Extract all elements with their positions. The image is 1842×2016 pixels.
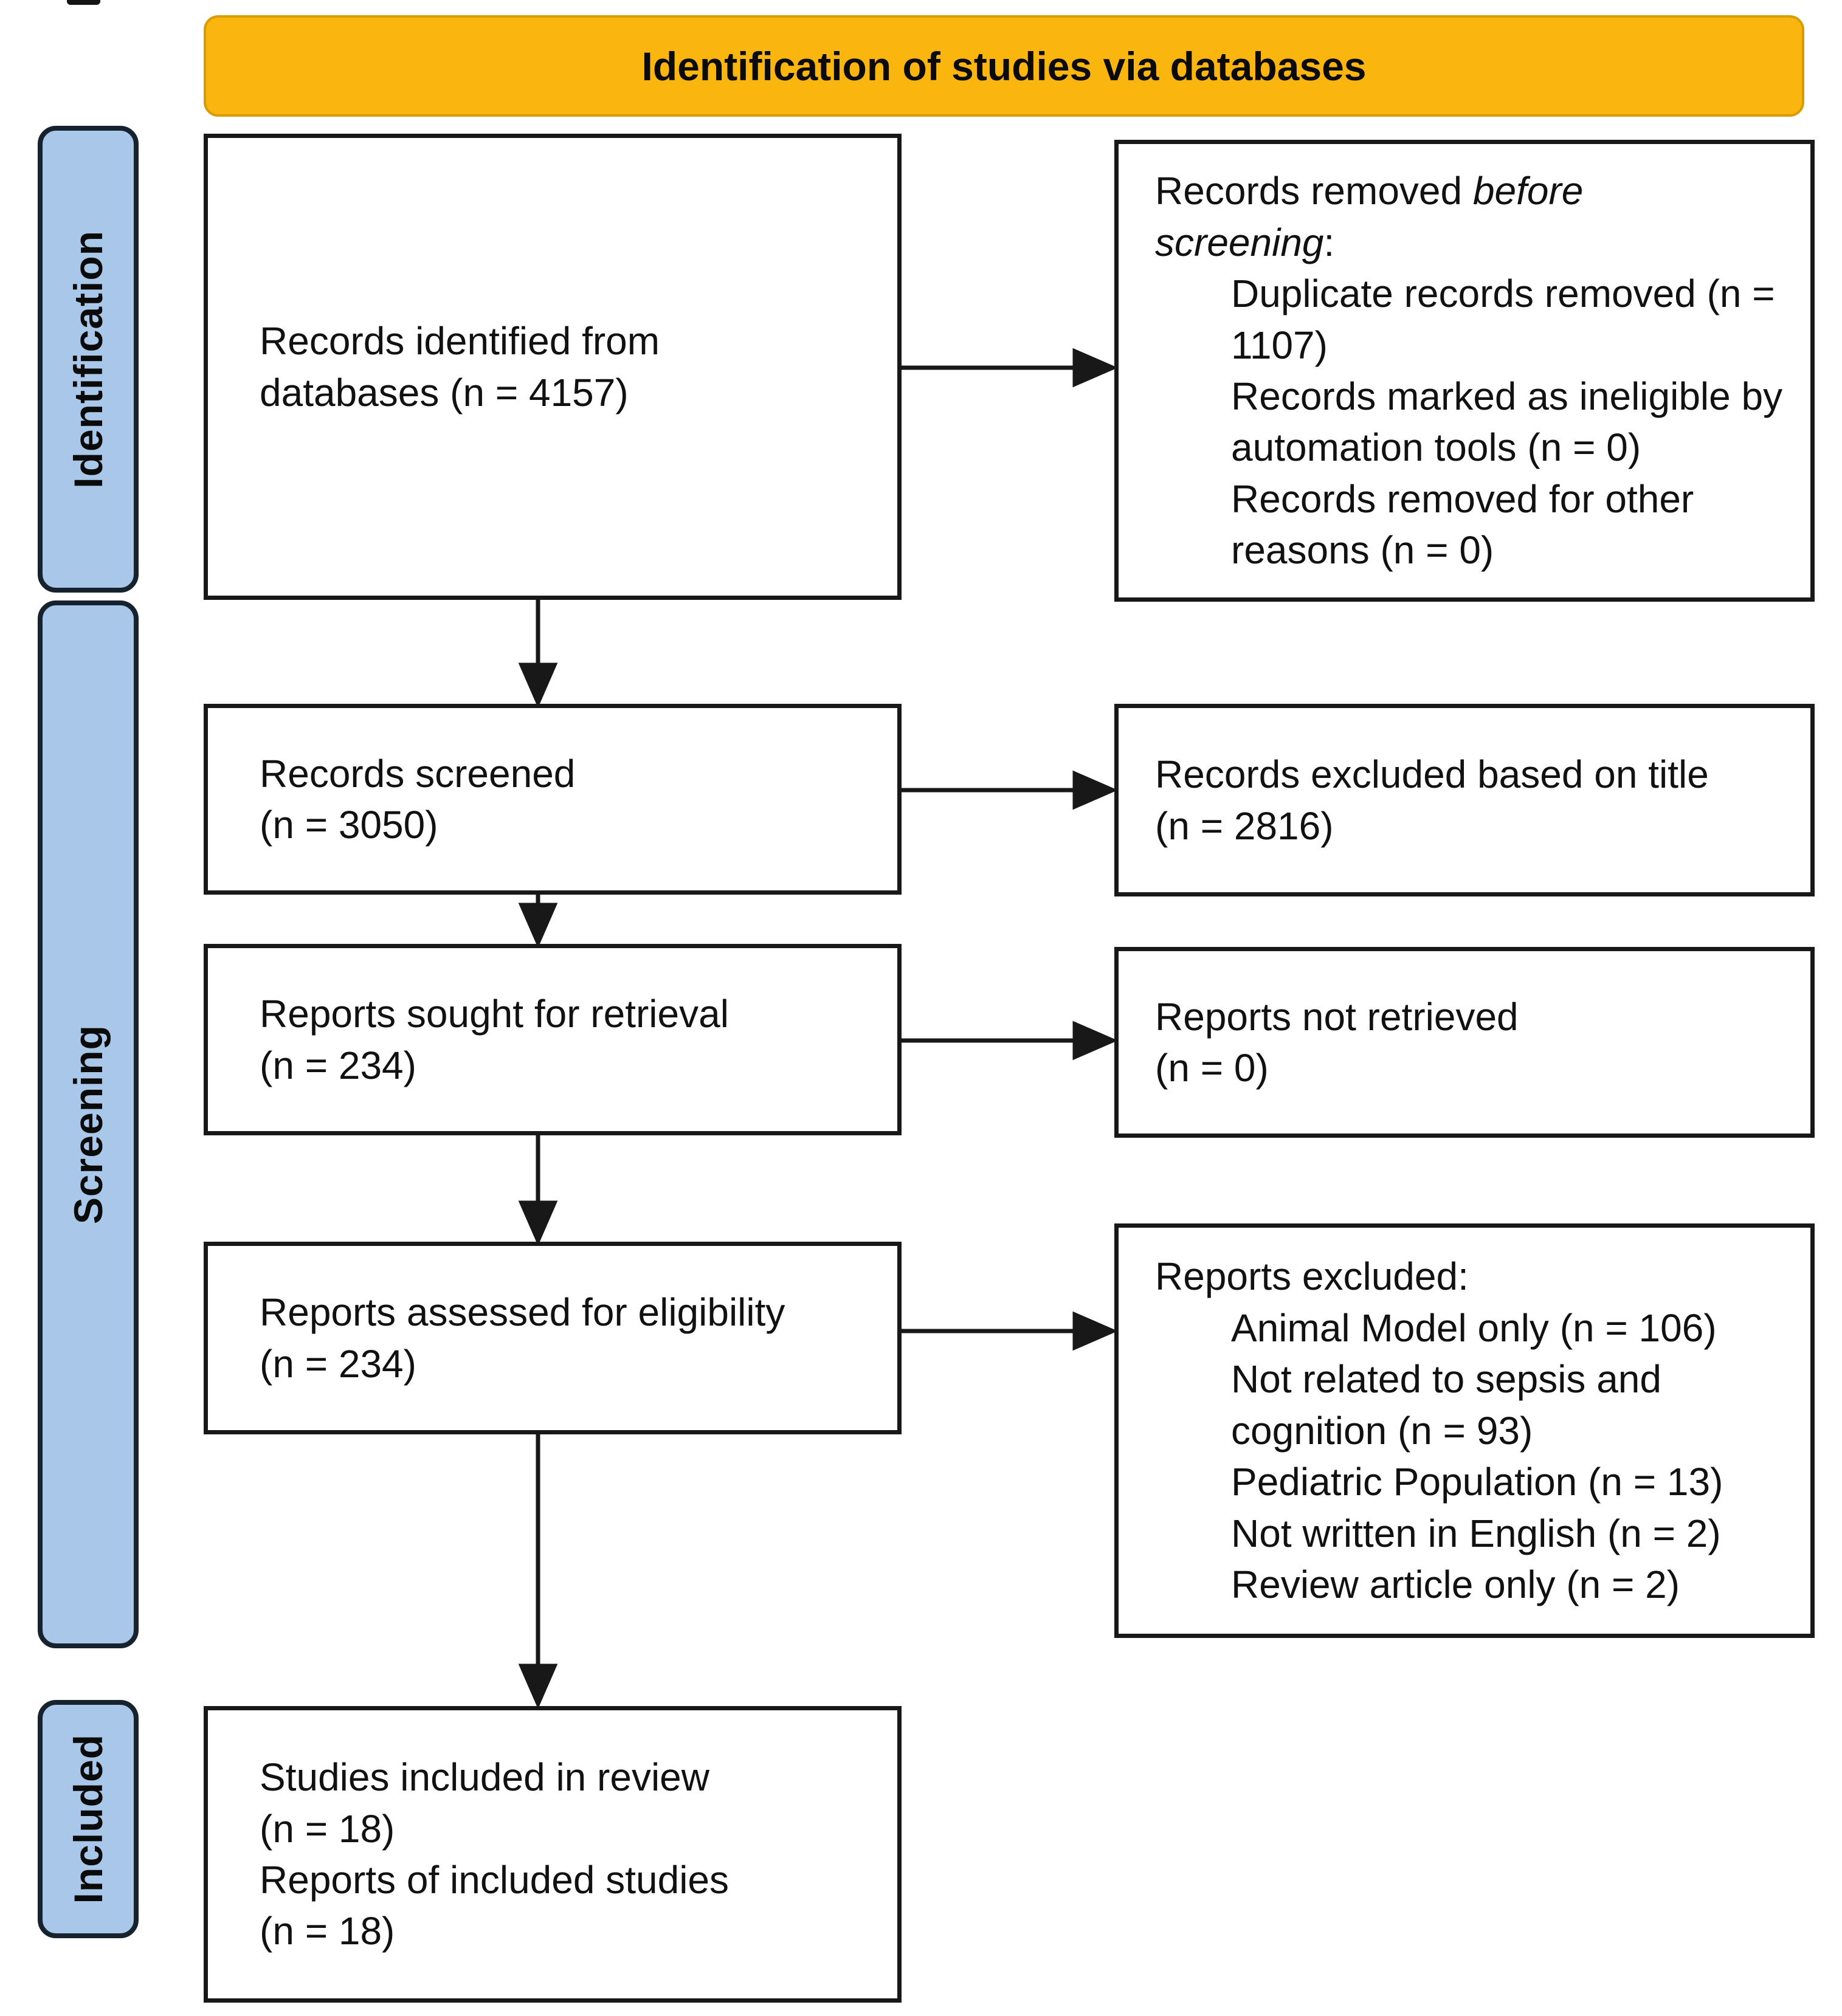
box-text-line: (n = 3050) (260, 803, 438, 847)
excluded-reason-item: Review article only (n = 2) (1231, 1563, 1680, 1607)
box-text-line: Reports of included studies (260, 1858, 729, 1902)
box-reports-excluded: Reports excluded: Animal Model only (n =… (1114, 1223, 1815, 1638)
arrowhead-row1 (1072, 348, 1118, 388)
arrowhead-down-1 (518, 662, 558, 708)
box-text-line: databases (n = 4157) (260, 370, 629, 415)
stage-identification-label: Identification (66, 230, 111, 489)
box-text-line: Reports sought for retrieval (260, 992, 729, 1036)
arrowhead-down-3 (518, 1200, 558, 1246)
stage-included: Included (38, 1700, 139, 1938)
box-text-line: (n = 234) (260, 1043, 416, 1087)
box-text-line: (n = 0) (1155, 1046, 1269, 1090)
excluded-reason-item: Records marked as ineligible by automati… (1231, 374, 1783, 470)
box-heading-text: Records removed (1155, 169, 1473, 213)
box-heading: Records removed before screening: (1155, 165, 1617, 268)
box-text-line: (n = 234) (260, 1341, 416, 1386)
box-records-excluded-title: Records excluded based on title (n = 281… (1114, 704, 1815, 896)
stage-included-label: Included (66, 1734, 111, 1904)
box-heading-italic: before screening (1155, 169, 1584, 264)
arrowhead-row3 (1072, 1020, 1118, 1061)
box-text-line: Reports not retrieved (1155, 994, 1519, 1039)
excluded-reason-item: Pediatric Population (n = 13) (1231, 1460, 1723, 1504)
box-text-line: (n = 2816) (1155, 803, 1334, 848)
excluded-reason-item: Not related to sepsis and cognition (n =… (1231, 1357, 1661, 1453)
box-heading: Reports excluded: (1155, 1254, 1469, 1299)
box-text-line: Records screened (260, 751, 576, 796)
excluded-reason-item: Records removed for other reasons (n = 0… (1231, 476, 1694, 573)
box-records-identified: Records identified from databases (n = 4… (204, 134, 902, 600)
box-text-line: Records excluded based on title (1155, 752, 1709, 797)
arrowhead-down-4 (518, 1663, 558, 1709)
stage-screening-label: Screening (66, 1024, 111, 1225)
excluded-reason-item: Animal Model only (n = 106) (1231, 1306, 1717, 1350)
arrowhead-row2 (1072, 770, 1118, 810)
box-records-screened: Records screened (n = 3050) (204, 704, 902, 895)
box-heading-colon: : (1323, 220, 1335, 264)
box-reports-assessed: Reports assessed for eligibility (n = 23… (204, 1242, 902, 1434)
arrowhead-down-2 (518, 903, 558, 948)
header-banner: Identification of studies via databases (204, 15, 1804, 117)
box-reports-sought: Reports sought for retrieval (n = 234) (204, 944, 902, 1135)
box-records-removed-before-screening: Records removed before screening: Duplic… (1114, 140, 1815, 602)
box-text-line: Studies included in review (260, 1755, 709, 1800)
stage-screening: Screening (38, 600, 139, 1648)
box-reports-not-retrieved: Reports not retrieved (n = 0) (1114, 947, 1815, 1138)
box-text-line: Reports assessed for eligibility (260, 1290, 785, 1335)
header-title: Identification of studies via databases (641, 43, 1367, 89)
crop-artifact (67, 0, 100, 5)
excluded-reason-item: Duplicate records removed (n = 1107) (1231, 272, 1775, 367)
stage-identification: Identification (38, 126, 139, 593)
box-text-line: (n = 18) (260, 1806, 395, 1851)
excluded-reason-item: Not written in English (n = 2) (1231, 1511, 1721, 1555)
box-studies-included: Studies included in review (n = 18) Repo… (204, 1706, 902, 2003)
box-text-line: Records identified from (260, 319, 660, 363)
box-text-line: (n = 18) (260, 1909, 395, 1953)
arrowhead-row4 (1072, 1311, 1118, 1351)
